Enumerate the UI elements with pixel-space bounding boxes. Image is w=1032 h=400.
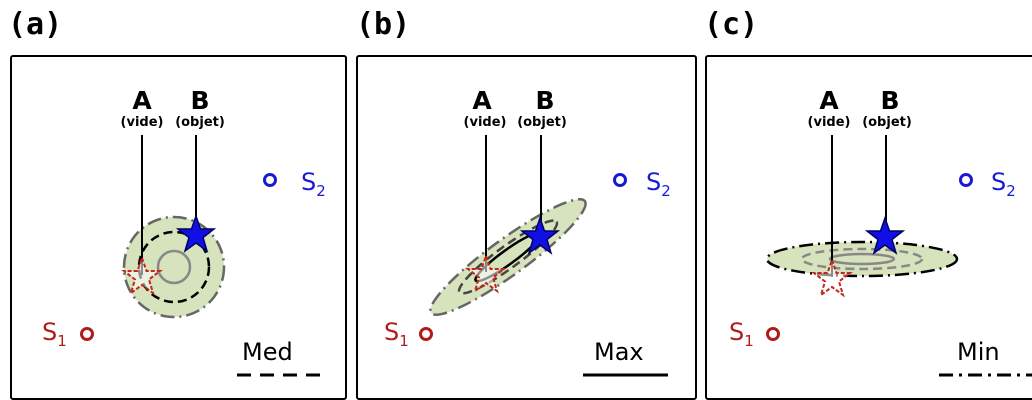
legend-label: Min [957, 338, 1000, 366]
star-b-icon [175, 213, 217, 253]
middle-contour [137, 230, 211, 304]
star-a-icon [811, 256, 853, 298]
source1-label: S1 [729, 318, 754, 350]
source1-marker-icon [766, 327, 780, 341]
label-a: A [472, 86, 492, 115]
source2-marker-icon [959, 173, 973, 187]
sublabel-b: (objet) [862, 115, 912, 130]
source2-marker-icon [613, 173, 627, 187]
label-a: A [819, 86, 839, 115]
middle-contour [800, 247, 924, 271]
source2-label: S2 [991, 168, 1016, 200]
sublabel-a: (vide) [121, 115, 164, 130]
legend-label: Max [594, 338, 644, 366]
sublabel-b: (objet) [517, 115, 567, 130]
star-b-icon [519, 215, 561, 255]
sublabel-a: (vide) [808, 115, 851, 130]
outer-contour [765, 240, 959, 278]
panel-c-letter: (c) [704, 7, 759, 42]
label-a: A [132, 86, 152, 115]
panel-a-letter: (a) [8, 7, 63, 42]
source1-marker-icon [419, 327, 433, 341]
panel-a-diagram: A B (vide) (objet) S2 S1 Med [42, 86, 327, 377]
label-b: B [190, 86, 209, 115]
inner-contour [156, 249, 192, 285]
star-a-icon [465, 252, 507, 294]
panel-b: A B (vide) (objet) S2 S1 Max [356, 55, 697, 400]
source2-label: S2 [301, 168, 326, 200]
star-b-icon [864, 215, 906, 255]
panel-a: A B (vide) (objet) S2 S1 Med [10, 55, 347, 400]
inner-contour [828, 252, 896, 266]
source1-label: S1 [42, 318, 67, 350]
label-b: B [880, 86, 899, 115]
source1-marker-icon [80, 327, 94, 341]
label-b: B [535, 86, 554, 115]
source2-marker-icon [263, 173, 277, 187]
panel-c: A B (vide) (objet) S2 S1 Min [705, 55, 1032, 400]
panel-b-letter: (b) [356, 7, 411, 42]
sublabel-a: (vide) [464, 115, 507, 130]
sublabel-b: (objet) [175, 115, 225, 130]
panel-b-diagram: A B (vide) (objet) S2 S1 Max [384, 86, 671, 377]
panel-c-diagram: A B (vide) (objet) S2 S1 Min [729, 86, 1032, 377]
star-a-icon [121, 254, 163, 296]
source1-label: S1 [384, 318, 409, 350]
legend-label: Med [242, 338, 293, 366]
outer-contour [429, 198, 587, 316]
source2-label: S2 [646, 168, 671, 200]
